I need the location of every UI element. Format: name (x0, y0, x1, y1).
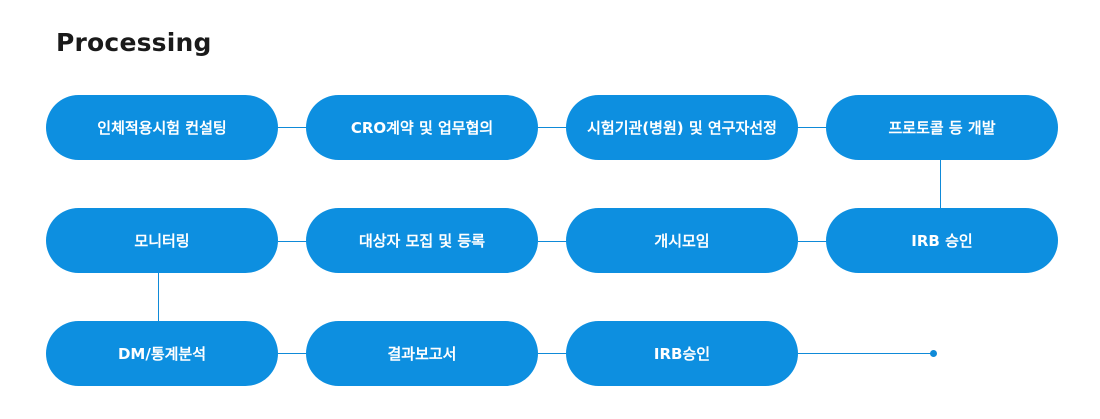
connector-row3-b (538, 353, 567, 354)
connector-row3-a (278, 353, 307, 354)
step-result-report: 결과보고서 (306, 321, 538, 386)
connector-3-4 (798, 127, 827, 128)
page-title: Processing (56, 28, 212, 57)
connector-2-3 (538, 127, 567, 128)
connector-4-down (940, 160, 941, 208)
end-dot (930, 350, 937, 357)
step-initiation-meeting: 개시모임 (566, 208, 798, 273)
step-dm-statistics: DM/통계분석 (46, 321, 278, 386)
step-recruitment: 대상자 모집 및 등록 (306, 208, 538, 273)
step-irb-approval: IRB 승인 (826, 208, 1058, 273)
step-site-selection: 시험기관(병원) 및 연구자선정 (566, 95, 798, 160)
step-cro-contract: CRO계약 및 업무협의 (306, 95, 538, 160)
connector-row2-b (538, 241, 567, 242)
step-irb-approval-final: IRB승인 (566, 321, 798, 386)
connector-1-2 (278, 127, 307, 128)
connector-row2-c (798, 241, 827, 242)
step-monitoring: 모니터링 (46, 208, 278, 273)
connector-row2-down (158, 273, 159, 321)
connector-row2-a (278, 241, 307, 242)
step-protocol: 프로토콜 등 개발 (826, 95, 1058, 160)
step-consulting: 인체적용시험 컨설팅 (46, 95, 278, 160)
connector-row3-end (798, 353, 934, 354)
